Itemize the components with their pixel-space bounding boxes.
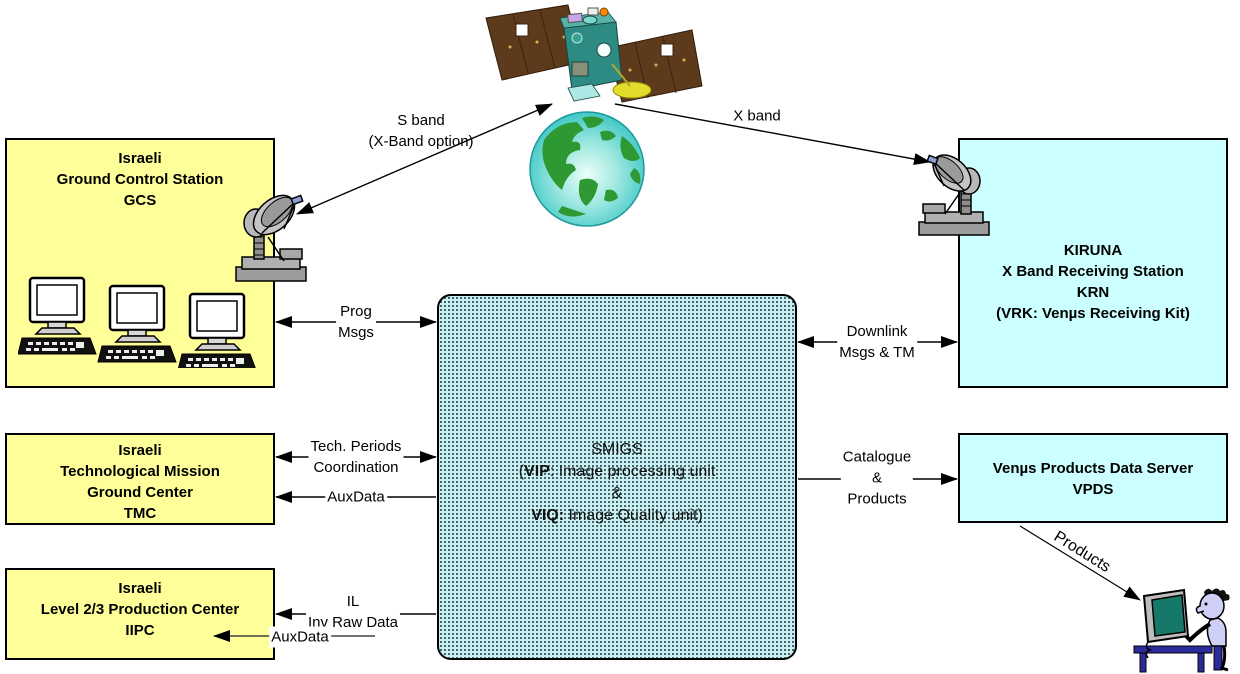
auxdata-tmc-label: AuxData: [325, 486, 387, 508]
satellite-icon: [485, 4, 703, 103]
iipc-title: Israeli Level 2/3 Production Center IIPC: [40, 580, 240, 639]
s-band-label: S band (X-Band option): [368, 112, 474, 150]
user-at-computer-icon: [1133, 588, 1230, 673]
gcs-title: Israeli Ground Control Station GCS: [56, 150, 224, 209]
tech-periods-label: Tech. Periods Coordination: [308, 436, 404, 478]
kiruna-box: KIRUNA X Band Receiving Station KRN (VRK…: [958, 138, 1228, 388]
vpds-title: Venµs Products Data Server VPDS: [992, 460, 1194, 498]
tmc-box: Israeli Technological Mission Ground Cen…: [5, 433, 275, 525]
iipc-box: Israeli Level 2/3 Production Center IIPC: [5, 568, 275, 660]
computer-workstations-icon: [18, 276, 258, 368]
catalogue-products-label: Catalogue & Products: [840, 446, 914, 510]
x-band-label: X band: [733, 107, 781, 125]
il-inv-raw-data-label: IL Inv Raw Data: [305, 591, 401, 633]
tmc-title: Israeli Technological Mission Ground Cen…: [60, 442, 220, 522]
kiruna-title: KIRUNA X Band Receiving Station KRN (VRK…: [996, 242, 1190, 322]
kiruna-dish-antenna-icon: [918, 154, 990, 236]
gcs-dish-antenna-icon: [235, 194, 307, 282]
auxdata-iipc-label: AuxData: [269, 626, 331, 648]
smigs-title: SMIGS (VIP: Image processing unit & VIQ:…: [518, 441, 716, 524]
earth-globe-icon: [529, 111, 645, 227]
vpds-box: Venµs Products Data Server VPDS: [958, 433, 1228, 523]
smigs-box: SMIGS (VIP: Image processing unit & VIQ:…: [437, 294, 797, 660]
products-label: Products: [1050, 528, 1114, 576]
downlink-label: Downlink Msgs & TM: [837, 321, 917, 363]
prog-msgs-label: Prog Msgs: [336, 301, 376, 343]
